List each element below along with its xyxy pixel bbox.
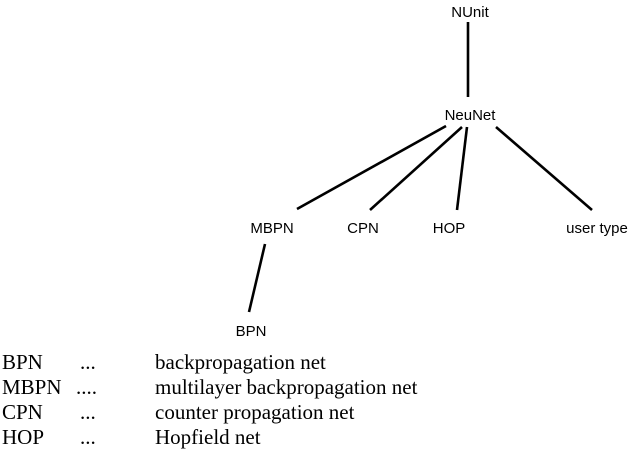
legend-separator: ... xyxy=(80,425,96,449)
legend-abbr: BPN xyxy=(2,350,43,374)
node-neunet: NeuNet xyxy=(445,107,497,124)
node-mbpn: MBPN xyxy=(250,220,293,237)
edge-neunet-hop xyxy=(455,126,469,211)
edge-neunet-user xyxy=(495,126,593,211)
edges xyxy=(247,22,593,313)
legend-row-bpn: BPN ... backpropagation net xyxy=(2,350,602,375)
abbreviation-legend: BPN ... backpropagation net MBPN .... mu… xyxy=(2,350,602,450)
legend-separator: ... xyxy=(80,350,96,374)
legend-row-hop: HOP ... Hopfield net xyxy=(2,425,602,450)
legend-separator: ... xyxy=(80,400,96,424)
legend-row-cpn: CPN ... counter propagation net xyxy=(2,400,602,425)
legend-separator: .... xyxy=(76,375,97,399)
legend-description: counter propagation net xyxy=(155,400,355,424)
legend-abbr: CPN xyxy=(2,400,43,424)
legend-abbr: MBPN xyxy=(2,375,62,399)
edge-mbpn-bpn xyxy=(247,243,267,313)
legend-row-mbpn: MBPN .... multilayer backpropagation net xyxy=(2,375,602,400)
node-user: user type xyxy=(566,220,628,237)
node-hop: HOP xyxy=(433,220,466,237)
legend-description: multilayer backpropagation net xyxy=(155,375,418,399)
legend-description: backpropagation net xyxy=(155,350,326,374)
edge-neunet-cpn xyxy=(369,126,463,211)
edge-neunet-mbpn xyxy=(296,124,447,211)
legend-description: Hopfield net xyxy=(155,425,261,449)
node-nunit: NUnit xyxy=(451,4,489,21)
node-bpn: BPN xyxy=(236,323,267,340)
node-cpn: CPN xyxy=(347,220,379,237)
legend-abbr: HOP xyxy=(2,425,45,449)
